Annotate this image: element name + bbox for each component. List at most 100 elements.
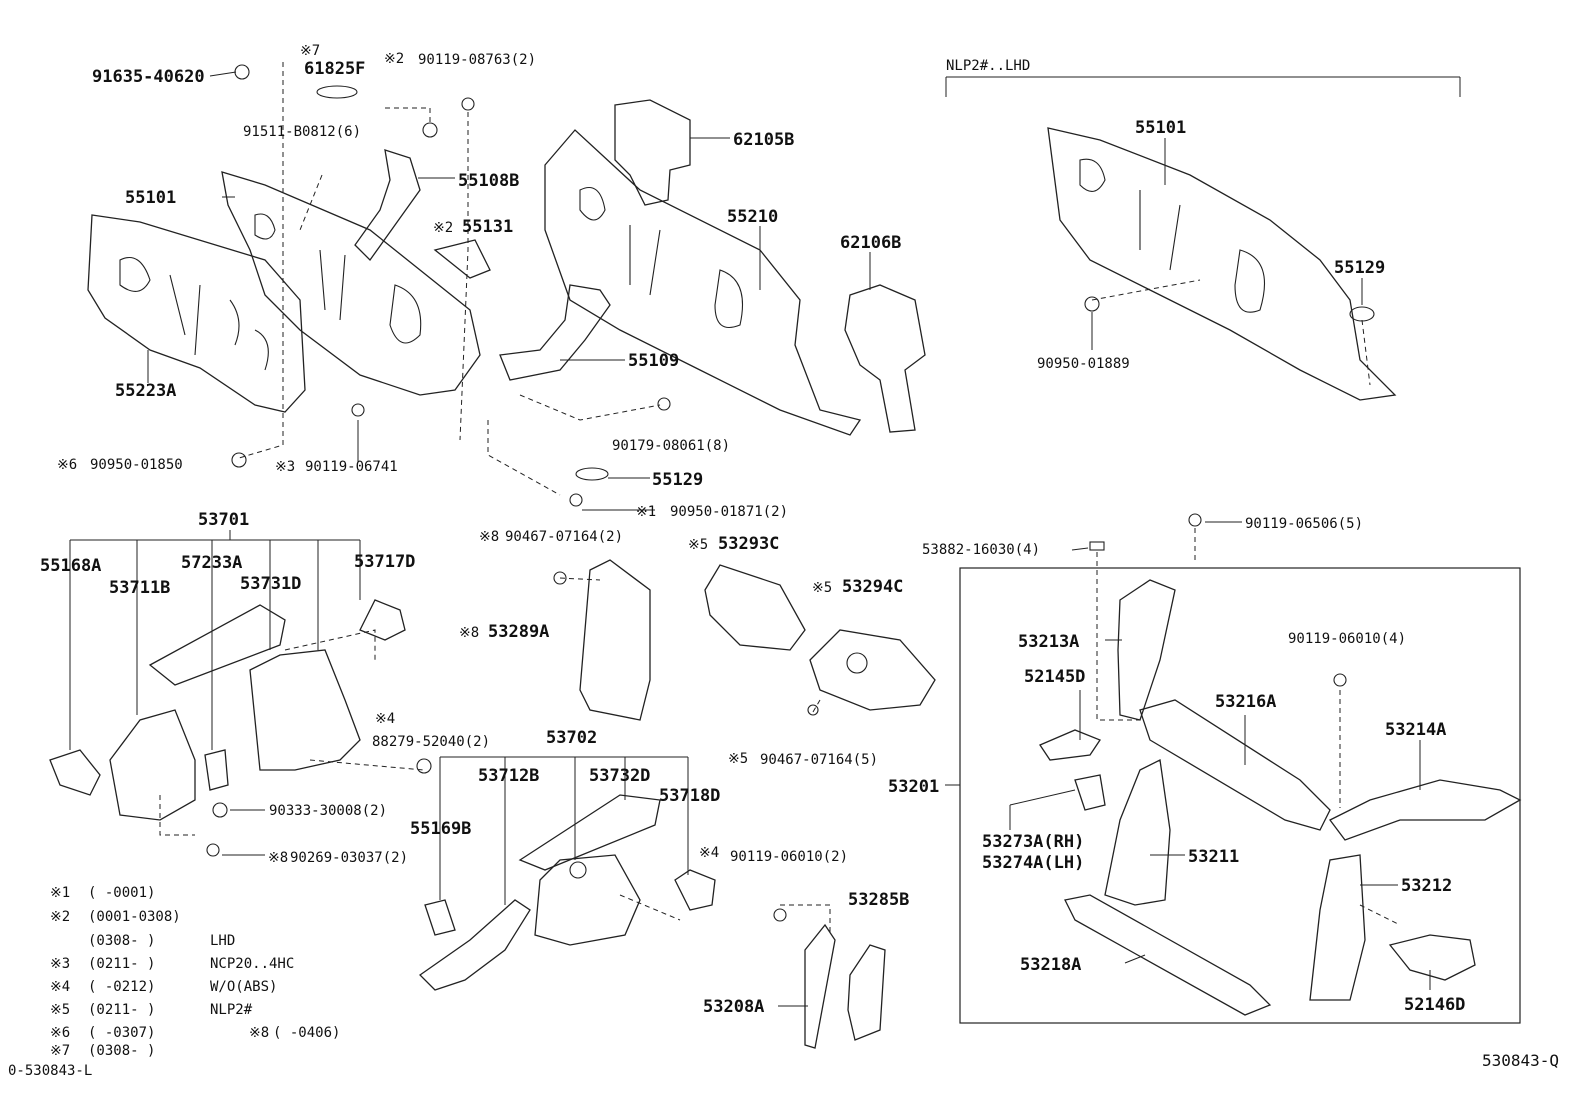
label-55168A: 55168A — [40, 556, 101, 576]
label-mark-8a: ※8 — [479, 529, 499, 545]
part-53216A — [1139, 699, 1331, 831]
fastener-90119-08763-icon — [461, 97, 475, 111]
fastener-90950-01850-icon — [231, 452, 247, 468]
label-62106B: 62106B — [840, 233, 901, 253]
part-62105B — [614, 99, 691, 206]
label-90467-07164-a: 90467-07164(2) — [505, 529, 623, 545]
label-55109: 55109 — [628, 351, 679, 371]
label-90467-07164-b: 90467-07164(5) — [760, 752, 878, 768]
note-mark: ※5 — [50, 1002, 70, 1018]
fastener-88279-icon — [416, 758, 432, 774]
part-53732D — [518, 794, 661, 871]
label-53701: 53701 — [198, 510, 249, 530]
note-range: (0211- ) — [88, 1002, 155, 1018]
label-mark-7a: ※7 — [300, 43, 320, 59]
part-55223A-detail — [119, 256, 269, 371]
part-52146D — [1388, 934, 1476, 981]
note-range: ( -0212) — [88, 979, 155, 995]
note-range: ( -0307) — [88, 1025, 155, 1041]
label-53294C: 53294C — [842, 577, 903, 597]
note-row: ※4 ( -0212) W/O(ABS) — [50, 979, 277, 995]
label-90119-08763: 90119-08763(2) — [418, 52, 536, 68]
part-53712B — [418, 899, 531, 991]
label-55129-left: 55129 — [652, 470, 703, 490]
label-91511-B0812: 91511-B0812(6) — [243, 124, 361, 140]
part-52145D — [1039, 729, 1101, 761]
label-nlp2-header: NLP2#..LHD — [946, 58, 1030, 74]
fastener-90269-icon — [206, 843, 220, 857]
part-55101-left — [221, 171, 481, 396]
fastener-90467-a-icon — [553, 571, 567, 585]
note-range: ( -0001) — [88, 885, 155, 901]
part-62106B — [844, 284, 926, 433]
label-53201: 53201 — [888, 777, 939, 797]
fastener-91635-icon — [234, 64, 250, 80]
note-row-8: ※8 ( -0406) — [249, 1025, 340, 1041]
note-desc: NLP2# — [210, 1002, 253, 1018]
part-53293C — [704, 564, 806, 651]
label-mark-5a: ※5 — [688, 537, 708, 553]
label-90269-03037: 90269-03037(2) — [290, 850, 408, 866]
note-desc: NCP20..4HC — [210, 956, 294, 972]
note-mark: ※8 — [249, 1025, 269, 1041]
label-55210: 55210 — [727, 207, 778, 227]
label-90119-06741: 90119-06741 — [305, 459, 398, 475]
note-mark: ※7 — [50, 1043, 70, 1059]
part-53212 — [1309, 854, 1366, 1001]
label-53731D: 53731D — [240, 574, 301, 594]
label-mark-3a: ※3 — [275, 459, 295, 475]
label-88279-52040: 88279-52040(2) — [372, 734, 490, 750]
fastener-90333-icon — [212, 802, 228, 818]
label-53213A: 53213A — [1018, 632, 1079, 652]
part-53294C-hole — [846, 652, 868, 674]
part-55129-left-icon — [575, 467, 609, 481]
label-55129-right: 55129 — [1334, 258, 1385, 278]
part-53702-main — [534, 854, 641, 946]
label-53273A: 53273A(RH) — [982, 832, 1084, 852]
label-52145D: 52145D — [1024, 667, 1085, 687]
fastener-90179-icon — [657, 397, 671, 411]
part-53289A — [579, 559, 651, 721]
part-55101-right-detail — [1079, 158, 1265, 313]
note-row: ※2 (0001-0308) — [50, 909, 181, 925]
label-90950-01889: 90950-01889 — [1037, 356, 1130, 372]
part-53717D — [359, 599, 406, 641]
label-55101-left: 55101 — [125, 188, 176, 208]
notes-table: ※1 ( -0001) ※2 (0001-0308) (0308- ) LHD … — [50, 885, 340, 1059]
label-55223A: 55223A — [115, 381, 176, 401]
part-53208A — [804, 923, 836, 1049]
note-row: ※6 ( -0307) — [50, 1025, 155, 1041]
part-55109 — [499, 284, 611, 381]
note-row: ※3 (0211- ) NCP20..4HC — [50, 956, 294, 972]
note-row: (0308- ) LHD — [88, 933, 235, 949]
label-53289A: 53289A — [488, 622, 549, 642]
note-range: (0211- ) — [88, 956, 155, 972]
label-53711B: 53711B — [109, 578, 170, 598]
note-mark: ※1 — [50, 885, 70, 901]
fastener-90950-01889-icon — [1084, 296, 1100, 312]
label-53274A: 53274A(LH) — [982, 853, 1084, 873]
part-53213A — [1117, 579, 1176, 721]
label-mark-8b: ※8 — [459, 625, 479, 641]
fastener-90467-b-icon — [807, 704, 819, 716]
part-55129-right-icon — [1349, 306, 1375, 322]
part-labels: 91635-40620 ※7 61825F ※2 90119-08763(2) … — [40, 43, 1465, 1017]
label-61825F: 61825F — [304, 59, 365, 79]
label-mark-2b: ※2 — [433, 220, 453, 236]
label-53732D: 53732D — [589, 766, 650, 786]
part-55108B — [354, 149, 421, 262]
label-53218A: 53218A — [1020, 955, 1081, 975]
note-desc: LHD — [210, 933, 235, 949]
fastener-90119-06010a-icon — [773, 908, 787, 922]
part-53285B — [847, 944, 886, 1041]
label-53717D: 53717D — [354, 552, 415, 572]
label-90950-01871: 90950-01871(2) — [670, 504, 788, 520]
part-53211 — [1104, 759, 1171, 906]
label-91635-40620: 91635-40620 — [92, 67, 205, 87]
label-53212: 53212 — [1401, 876, 1452, 896]
fastener-90119-06506-icon — [1188, 513, 1202, 527]
part-53702-hole — [569, 861, 587, 879]
label-57233A: 57233A — [181, 553, 242, 573]
label-mark-5b: ※5 — [812, 580, 832, 596]
note-row: ※1 ( -0001) — [50, 885, 155, 901]
